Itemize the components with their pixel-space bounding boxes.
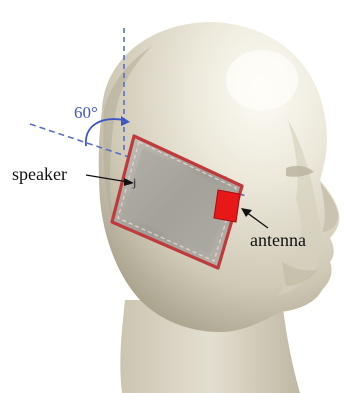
speaker-label: speaker bbox=[12, 164, 67, 184]
antenna-label: antenna bbox=[250, 230, 306, 250]
speaker-marker: j bbox=[132, 175, 136, 189]
angle-label: 60° bbox=[74, 103, 98, 122]
antenna-patch bbox=[214, 190, 240, 222]
forehead-highlight bbox=[226, 50, 298, 110]
